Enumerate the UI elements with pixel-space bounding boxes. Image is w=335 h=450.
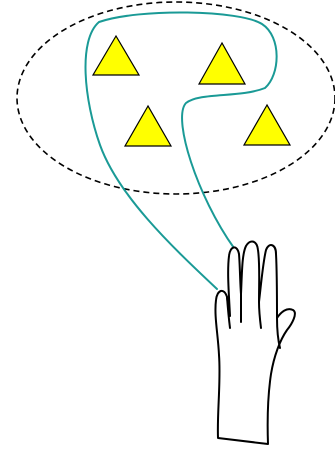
triangle-bottom-right <box>244 105 290 145</box>
dashed-set-boundary <box>17 2 335 194</box>
pointing-hand-icon <box>215 241 294 444</box>
triangle-bottom-left <box>125 106 171 146</box>
triangle-group <box>93 36 290 146</box>
triangle-top-left <box>93 36 139 75</box>
triangle-top-right <box>199 43 245 84</box>
hand-outline <box>215 241 294 444</box>
